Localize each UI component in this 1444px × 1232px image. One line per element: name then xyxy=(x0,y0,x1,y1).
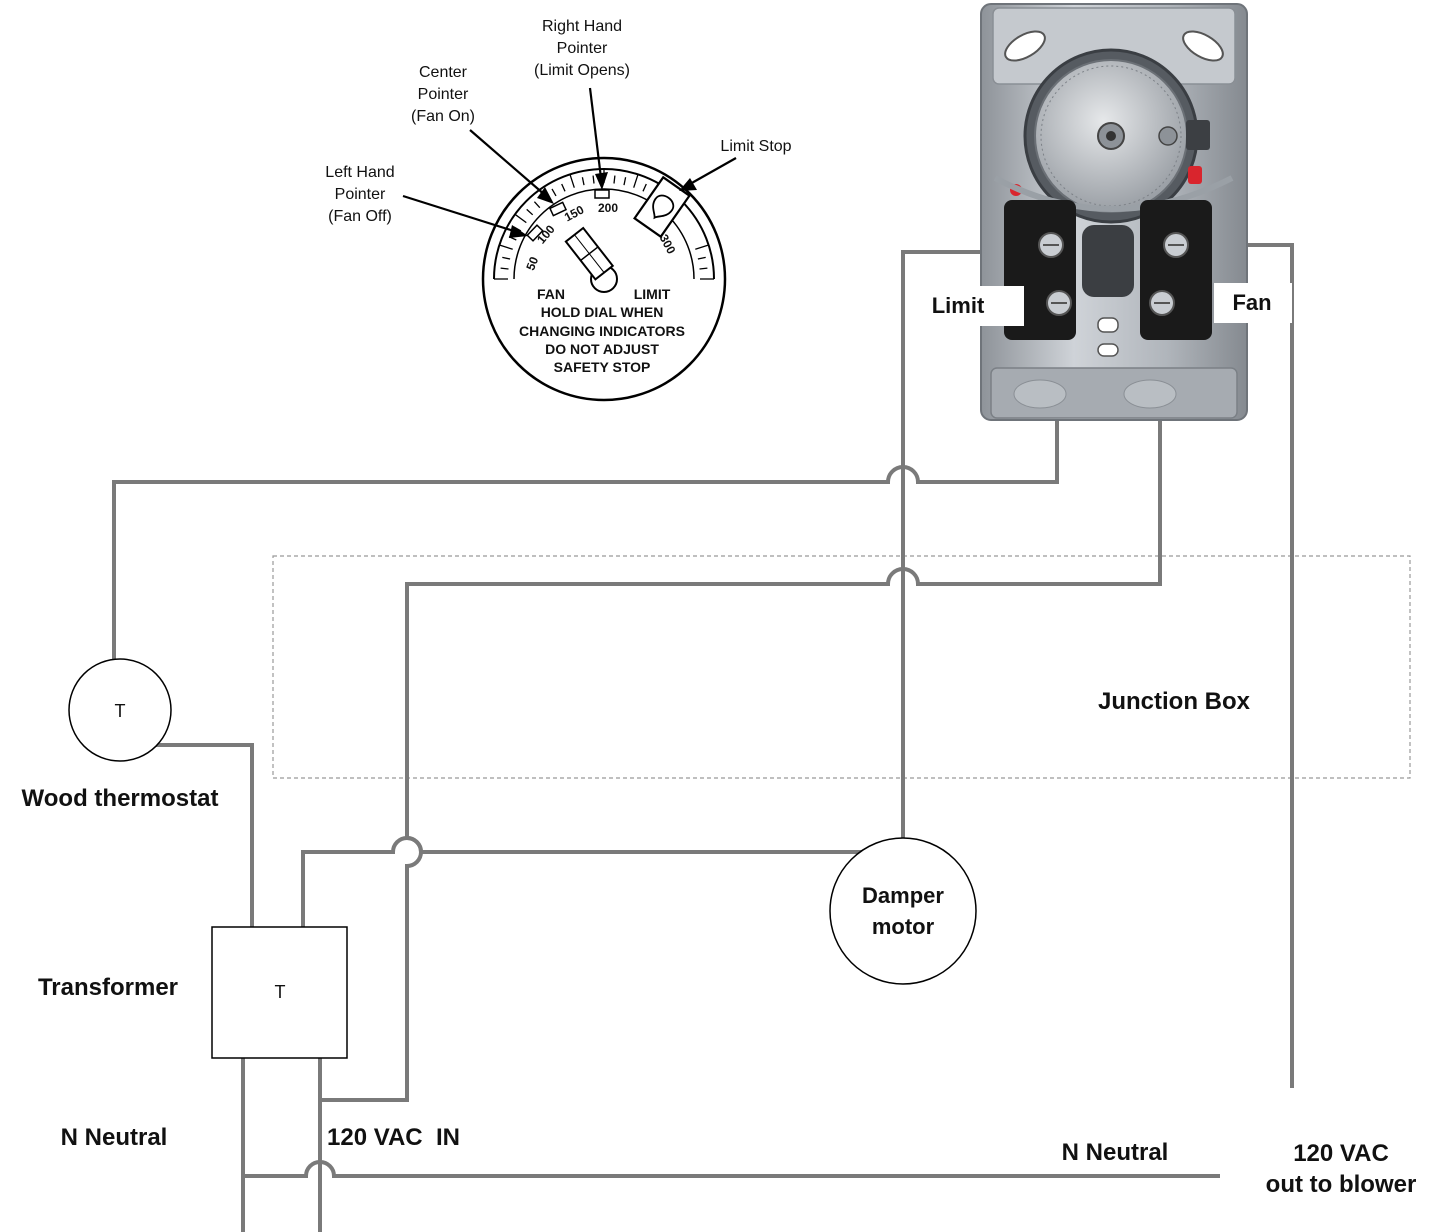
right-pointer-label-line-3: (Limit Opens) xyxy=(534,62,630,79)
damper-motor-label-line-2: motor xyxy=(872,914,935,939)
dial-tick xyxy=(581,177,585,186)
dial-tick xyxy=(526,208,534,216)
dial-tick xyxy=(502,256,511,260)
dial-tick xyxy=(633,174,639,188)
fan-label-plate xyxy=(1214,283,1292,323)
dial-instruction-line-1: HOLD DIAL WHEN xyxy=(541,304,664,320)
vac-in-label: 120 VAC IN xyxy=(327,1124,460,1151)
dial-tick xyxy=(500,267,509,270)
limit-terminal-label: Limit xyxy=(932,293,985,318)
junction-box-label: Junction Box xyxy=(1098,688,1251,715)
fan-limit-control xyxy=(980,3,1248,421)
callout-arrows xyxy=(402,87,737,238)
thermostat-symbol-letter: T xyxy=(115,701,126,721)
dial-tick xyxy=(642,183,647,192)
left-pointer-label-line-1: Left Hand xyxy=(325,164,394,181)
left-pointer-label-line-3: (Fan Off) xyxy=(328,208,392,225)
dial-tick xyxy=(592,175,595,184)
dial-tick xyxy=(699,267,708,270)
center-pointer-label-line-3: (Fan On) xyxy=(411,108,475,125)
limit-dial xyxy=(481,156,727,402)
fan-terminal-label: Fan xyxy=(1232,290,1271,315)
dial-tick xyxy=(623,177,627,186)
blower-label-line-2: out to blower xyxy=(1266,1171,1417,1198)
dial-tick xyxy=(561,183,566,192)
junction-box-outline xyxy=(272,555,1411,779)
dial-instruction-line-3: DO NOT ADJUST xyxy=(545,341,659,357)
right-pointer-label-line-2: Pointer xyxy=(557,40,608,57)
damper-motor-label-line-1: Damper xyxy=(862,883,944,908)
wire-limit-to-thermostat xyxy=(112,308,1059,662)
wire-thermostat-to-transformer xyxy=(156,743,254,929)
limit-stop-label: Limit Stop xyxy=(720,138,791,155)
right-pointer-label-line-1: Right Hand xyxy=(542,18,622,35)
dial-tick xyxy=(551,188,557,197)
transformer-symbol-letter: T xyxy=(275,982,286,1002)
wire-fan-to-vac xyxy=(318,308,1162,1102)
dial-tick xyxy=(695,244,709,250)
thermostat-label: Wood thermostat xyxy=(22,785,219,812)
dial-tick xyxy=(514,213,527,224)
dial-limit-text: LIMIT xyxy=(634,286,671,302)
damper-motor-symbol xyxy=(829,837,977,985)
neutral-left-label: N Neutral xyxy=(61,1124,168,1151)
left-pointer-label-line-2: Pointer xyxy=(335,186,386,203)
neutral-right-label: N Neutral xyxy=(1062,1139,1169,1166)
dial-instruction-line-2: CHANGING INDICATORS xyxy=(519,323,685,339)
dial-scale-200: 200 xyxy=(598,201,618,215)
dial-tick xyxy=(533,201,541,209)
dial-tick xyxy=(499,244,513,250)
dial-tick xyxy=(613,175,616,184)
dial-tick xyxy=(569,174,575,188)
dial-tick xyxy=(697,256,706,260)
limit-label-plate xyxy=(918,286,1024,326)
transformer-label: Transformer xyxy=(38,974,178,1001)
center-pointer-label-line-1: Center xyxy=(419,64,468,81)
blower-label-line-1: 120 VAC xyxy=(1293,1140,1389,1167)
dial-scale-50: 50 xyxy=(523,254,541,272)
dial-fan-text: FAN xyxy=(537,286,565,302)
center-pointer-label-line-2: Pointer xyxy=(418,86,469,103)
transformer-symbol xyxy=(211,926,348,1059)
dial-instruction-line-4: SAFETY STOP xyxy=(554,359,651,375)
wire-neutral-horizontal xyxy=(241,1160,1220,1178)
thermostat-symbol xyxy=(68,658,172,762)
wire-transformer-to-damper xyxy=(301,836,864,929)
